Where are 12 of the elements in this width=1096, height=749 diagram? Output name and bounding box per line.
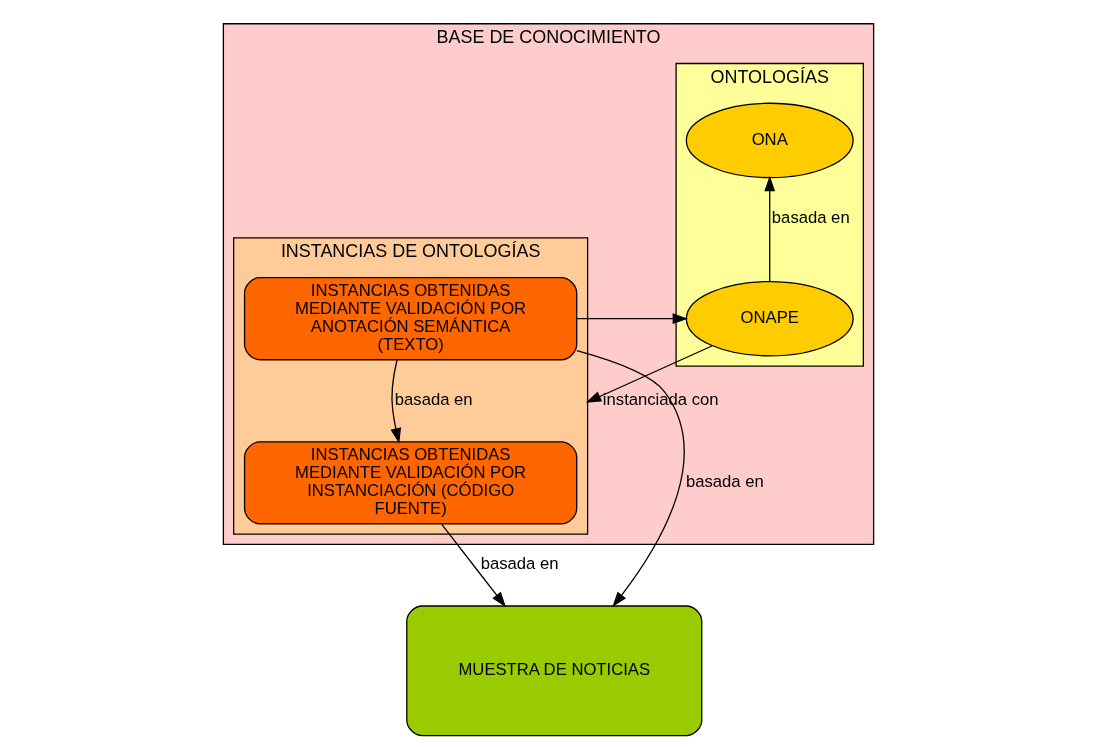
edge-label: basada en bbox=[685, 472, 764, 492]
edge-label: basada en bbox=[394, 390, 473, 410]
node-ellipse: ONAPE bbox=[685, 280, 854, 357]
node-box: MUESTRA DE NOTICIAS bbox=[405, 605, 702, 737]
node-ellipse: ONA bbox=[685, 102, 854, 179]
arrow bbox=[575, 313, 688, 325]
arrow bbox=[763, 175, 775, 283]
arrow bbox=[390, 359, 401, 444]
node-box: INSTANCIAS OBTENIDAS MEDIANTE VALIDACIÓN POR ANOTACIÓN SEMÁNTICA (TEXTO) bbox=[243, 277, 577, 361]
node-box: INSTANCIAS OBTENIDAS MEDIANTE VALIDACIÓN POR INSTANCIACIÓN (CÓDIGO FUENTE) bbox=[243, 441, 577, 525]
edge-label: basada en bbox=[771, 208, 850, 228]
edge-label: basada en bbox=[480, 554, 559, 574]
